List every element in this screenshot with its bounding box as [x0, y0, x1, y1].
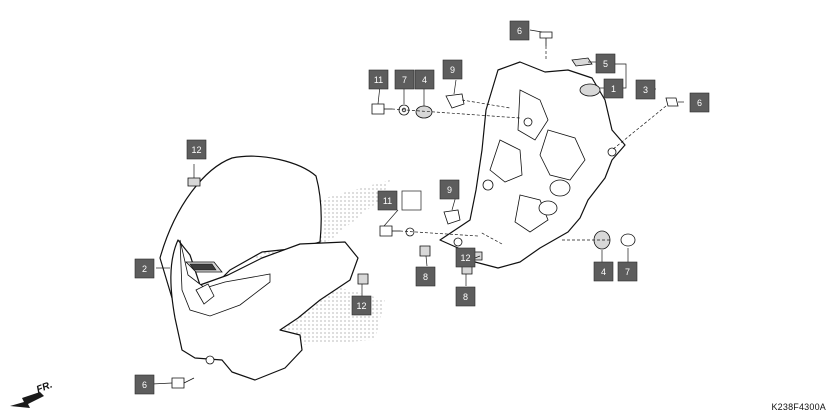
- callout-9-upper: 9: [442, 59, 463, 80]
- hardware-pieces: [171, 31, 679, 389]
- callout-8-center: 8: [455, 286, 476, 307]
- callout-8-left: 8: [415, 266, 436, 287]
- callout-12-topleft: 12: [186, 139, 207, 160]
- callout-4-upper-text: 4: [422, 75, 427, 85]
- empty-reference-box: [401, 190, 422, 211]
- callout-6-top: 6: [509, 20, 530, 41]
- windscreen-cowl-part: [159, 155, 359, 381]
- callout-9-lower: 9: [439, 179, 460, 200]
- callout-9-lower-text: 9: [447, 185, 452, 195]
- callout-4-upper: 4: [414, 69, 435, 90]
- leader-lines: [151, 29, 684, 385]
- callout-8-left-text: 8: [423, 272, 428, 282]
- callout-7-lower: 7: [617, 261, 638, 282]
- callout-1-text: 1: [611, 84, 616, 94]
- callout-11-lower-text: 11: [383, 196, 392, 206]
- callout-2-text: 2: [142, 264, 147, 274]
- diagram-code: K238F4300A: [771, 402, 826, 412]
- callout-12-center-text: 12: [460, 253, 470, 263]
- front-arrow-icon: [10, 392, 44, 408]
- callout-6-bottom: 6: [134, 374, 155, 395]
- callout-12-center: 12: [455, 247, 476, 268]
- callout-7-upper-text: 7: [402, 75, 407, 85]
- callout-3-text: 3: [643, 85, 648, 95]
- front-direction-indicator: FR.: [10, 380, 54, 408]
- callout-12-lowerleft: 12: [351, 295, 372, 316]
- callout-11-upper-text: 11: [374, 75, 383, 85]
- callout-12-lowerleft-text: 12: [356, 301, 366, 311]
- callout-9-upper-text: 9: [450, 65, 455, 75]
- callout-11-upper: 11: [368, 69, 389, 90]
- callout-5: 5: [595, 53, 616, 74]
- front-direction-label: FR.: [35, 380, 54, 396]
- callout-6-right-text: 6: [697, 98, 702, 108]
- callout-4-lower: 4: [593, 261, 614, 282]
- callout-8-center-text: 8: [463, 292, 468, 302]
- callout-5-text: 5: [603, 59, 608, 69]
- callout-4-lower-text: 4: [601, 267, 606, 277]
- callout-6-bottom-text: 6: [142, 380, 147, 390]
- callout-12-topleft-text: 12: [191, 145, 201, 155]
- callout-7-lower-text: 7: [625, 267, 630, 277]
- callout-2: 2: [134, 258, 155, 279]
- callout-11-lower: 11: [377, 190, 398, 211]
- callout-1: 1: [603, 78, 624, 99]
- callout-6-top-text: 6: [517, 26, 522, 36]
- callout-3: 3: [635, 79, 656, 100]
- callout-7-upper: 7: [394, 69, 415, 90]
- upper-inner-bracket-part: [439, 61, 626, 269]
- callout-6-right: 6: [689, 92, 710, 113]
